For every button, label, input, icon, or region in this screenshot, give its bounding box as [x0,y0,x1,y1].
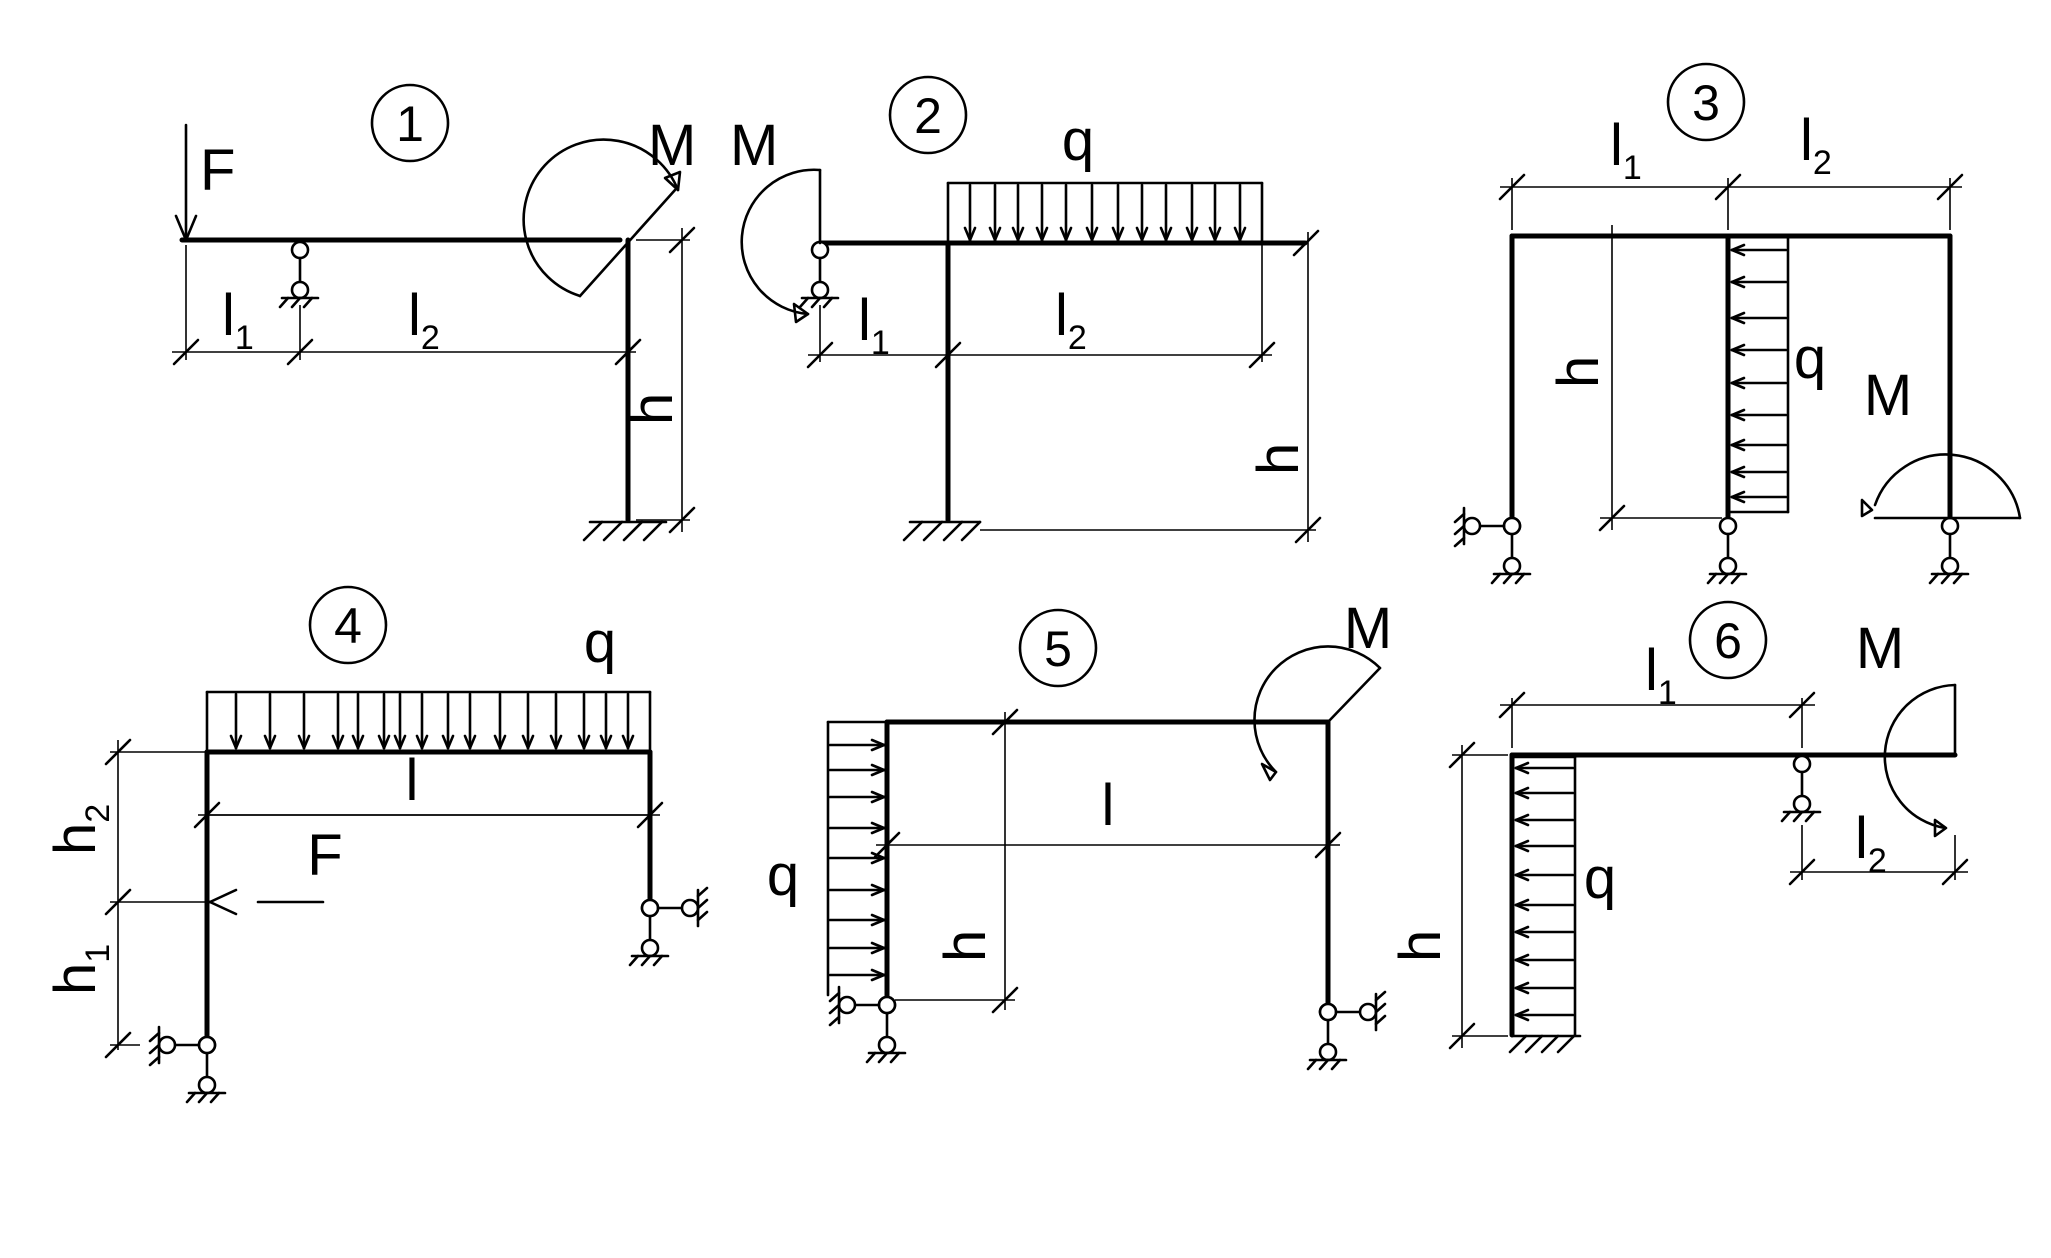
figure-6-h-label: h [1388,930,1453,962]
figure-4-force-label: F [307,823,342,888]
figure-5: 5 q [767,596,1392,1071]
figure-2: 2 [730,75,1322,544]
figure-2-number: 2 [914,88,942,144]
figure-6-l1-label: l1 [1645,638,1677,712]
figure-5-number-circle [1018,608,1098,688]
figure-3-h-label: h [1546,356,1611,388]
figure-3-middle-pin-support [1706,516,1748,585]
figure-1: 1 F M [172,83,696,542]
figure-6-l2-label: l2 [1855,806,1887,880]
figure-5-moment-label: M [1344,596,1392,661]
figure-6-dimensions [1448,691,1969,1050]
figure-3-number-circle [1666,62,1746,142]
figure-6-moment-arrow [1883,683,1957,838]
figure-6-number: 6 [1714,613,1742,669]
figure-1-fixed-support [582,520,668,542]
figure-2-h-label: h [1246,443,1311,475]
figure-6-pin-support [1780,754,1822,823]
figure-1-number: 1 [396,96,424,152]
figure-3-distributed-load [1728,236,1790,514]
figure-4-number: 4 [334,598,362,654]
figure-1-moment-arrow [522,138,682,298]
figure-1-l1-label: l1 [222,283,254,357]
figure-4-number-circle [308,585,388,665]
figure-6: 6 [1388,600,1969,1054]
figure-1-force-label: F [200,138,235,203]
figure-5-dimensions [873,708,1342,1014]
figure-6-moment-label: M [1856,616,1904,681]
figure-1-h-label: h [620,393,685,425]
figure-5-distributed-load [826,720,889,997]
figure-5-load-label: q [767,843,799,908]
figure-6-distributed-load [1512,755,1577,1037]
figure-3-dimensions [1498,173,1964,532]
figure-1-pin-support [278,240,320,309]
figure-4-h1-label: h1 [43,944,117,995]
figure-2-dimensions [806,229,1322,544]
figure-4-load-label: q [584,610,616,675]
figure-4: 4 [43,585,709,1104]
figure-2-moment-arrow [740,168,822,324]
figure-4-force-arrow [208,888,325,916]
figure-5-number: 5 [1044,621,1072,677]
figure-1-force-arrow [174,123,198,242]
figure-3: 3 q [1453,62,2022,585]
figure-3-moment-label: M [1864,363,1912,428]
figure-2-distributed-load [946,181,1264,245]
figure-1-dimensions [172,226,696,534]
figure-3-number: 3 [1692,75,1720,131]
figure-5-moment-arrow [1253,645,1382,782]
figure-4-span-label: l [406,748,419,813]
figure-6-load-label: q [1584,846,1616,911]
figure-2-moment-label: M [730,113,778,178]
figure-5-span-label: l [1102,773,1115,838]
figure-2-l1-label: l1 [858,288,890,362]
figure-5-h-label: h [933,930,998,962]
figure-2-fixed-support [902,520,982,542]
figure-4-dimensions [104,738,664,1059]
figure-1-l2-label: l2 [408,283,440,357]
figure-1-moment-label: M [648,113,696,178]
figure-2-number-circle [888,75,968,155]
figure-2-l2-label: l2 [1055,283,1087,357]
figure-6-number-circle [1688,600,1768,680]
figure-2-pin-support [798,240,840,309]
figure-3-moment-arrow [1860,453,2022,520]
figure-4-distributed-load [205,690,652,754]
figure-3-load-label: q [1794,326,1826,391]
figure-3-right-pin-support [1928,516,1970,585]
figure-4-h2-label: h2 [43,804,117,855]
figure-3-l2-label: l2 [1800,108,1832,182]
figure-3-l1-label: l1 [1610,113,1642,187]
figure-6-fixed-support [1508,1034,1582,1054]
figure-1-number-circle [370,83,450,163]
figure-2-load-label: q [1062,108,1094,173]
